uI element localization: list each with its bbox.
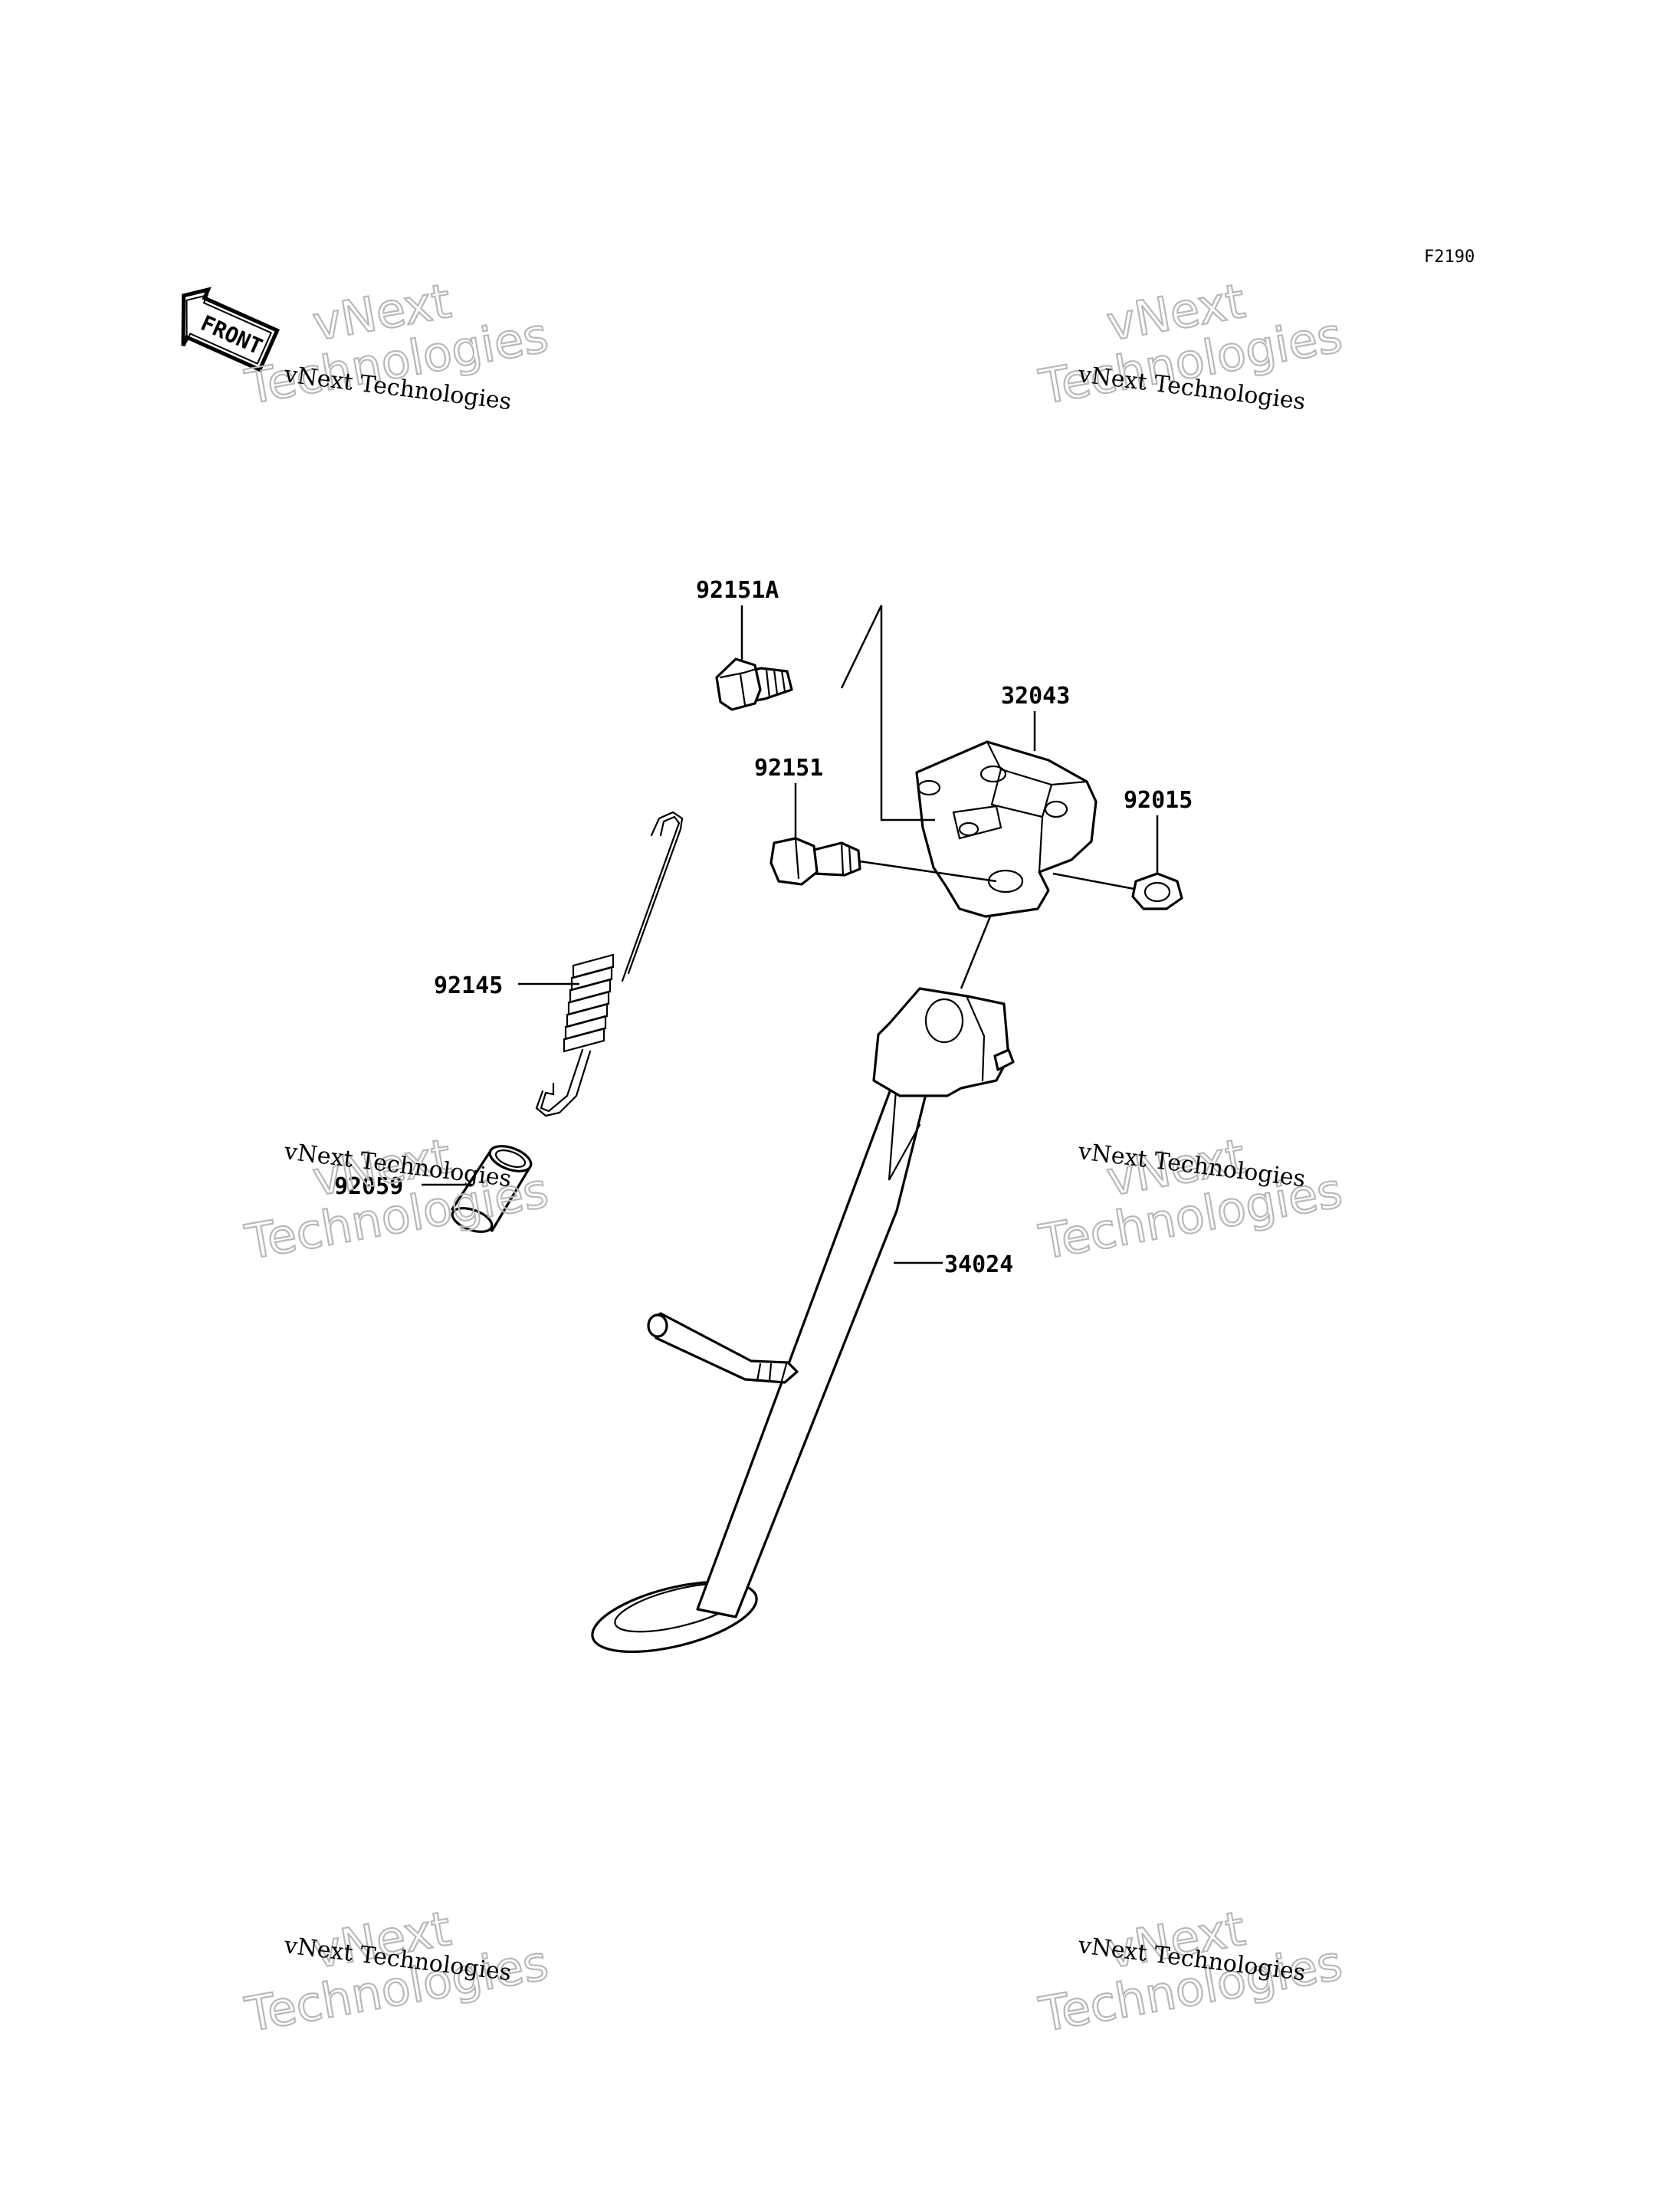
spring-92145[interactable] — [535, 811, 684, 1117]
label-92059: 92059 — [334, 1173, 403, 1200]
figure-id: F2190 — [1424, 248, 1475, 267]
nut-92015[interactable] — [1131, 872, 1183, 910]
label-92145: 92145 — [434, 972, 503, 999]
leader-lines — [422, 605, 1159, 1264]
bolt-92151a[interactable] — [715, 657, 793, 711]
collar-92059[interactable] — [449, 1141, 534, 1236]
bracket-32043[interactable] — [915, 740, 1098, 918]
side-stand-34024[interactable] — [586, 987, 1015, 1665]
label-34024: 34024 — [944, 1251, 1013, 1278]
bolt-92151[interactable] — [769, 837, 861, 886]
label-92151: 92151 — [754, 755, 823, 782]
front-arrow-icon: FRONT — [181, 287, 280, 372]
label-32043: 32043 — [1001, 683, 1070, 710]
label-92151a: 92151A — [696, 577, 779, 604]
label-92015: 92015 — [1124, 787, 1193, 814]
